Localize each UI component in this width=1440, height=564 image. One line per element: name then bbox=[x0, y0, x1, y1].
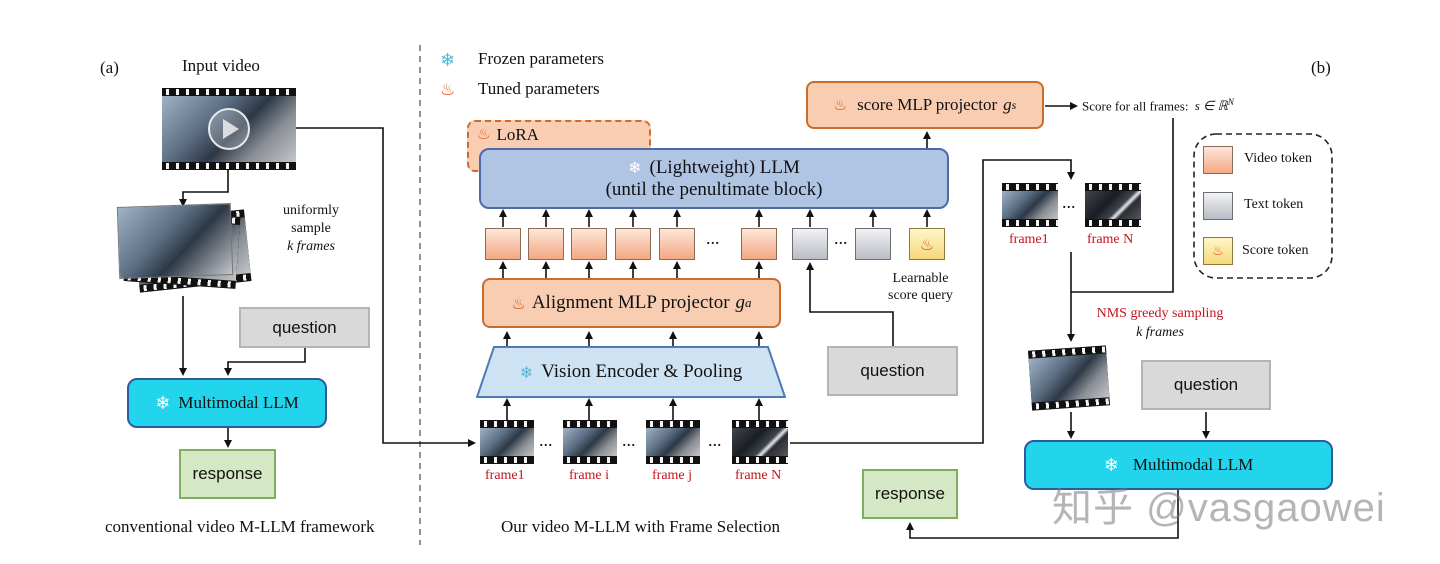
legend-video-token-swatch bbox=[1203, 146, 1233, 174]
multimodal-llm-left-label: Multimodal LLM bbox=[178, 393, 299, 412]
score-query-line1: Learnable bbox=[892, 271, 949, 286]
frames-ellipsis: ... bbox=[708, 430, 722, 450]
selected-frame-thumbnail bbox=[1028, 345, 1110, 411]
panel-label-b: (b) bbox=[1311, 58, 1331, 77]
snowflake-icon: ❄ bbox=[628, 157, 642, 177]
multimodal-llm-right: ❄ Multimodal LLM bbox=[1024, 440, 1333, 490]
flame-icon: ♨ bbox=[919, 234, 935, 254]
video-token bbox=[741, 228, 777, 260]
frames-ellipsis: ... bbox=[539, 430, 553, 450]
alignment-symbol: g bbox=[735, 292, 746, 313]
frame-thumbnail bbox=[732, 420, 788, 464]
input-video-title: Input video bbox=[182, 56, 260, 75]
video-token bbox=[485, 228, 521, 260]
panel-label-a: (a) bbox=[100, 58, 119, 77]
vision-encoder-pooling: ❄ Vision Encoder & Pooling bbox=[476, 346, 786, 398]
frame-label: frame i bbox=[569, 468, 610, 483]
frame-label: frame1 bbox=[485, 468, 525, 483]
learnable-score-query-label: Learnable score query bbox=[888, 270, 953, 304]
sample-line1: uniformly bbox=[283, 203, 339, 218]
question-box-middle: question bbox=[827, 346, 958, 396]
play-icon bbox=[208, 108, 250, 150]
flame-icon: ♨ bbox=[477, 125, 491, 143]
frame-thumbnail bbox=[480, 420, 534, 464]
video-token bbox=[571, 228, 607, 260]
vision-encoder-shape bbox=[476, 346, 786, 398]
snowflake-icon: ❄ bbox=[519, 362, 534, 382]
text-token bbox=[855, 228, 891, 260]
flame-icon: ♨ bbox=[440, 80, 456, 100]
sample-line3: k frames bbox=[287, 239, 335, 254]
snowflake-icon: ❄ bbox=[1103, 454, 1119, 476]
caption-middle: Our video M-LLM with Frame Selection bbox=[501, 517, 781, 536]
question-box-left: question bbox=[239, 307, 370, 348]
score-mlp-symbol-sub: s bbox=[1011, 97, 1017, 112]
legend-frozen: Frozen parameters bbox=[478, 49, 605, 68]
score-formula: s ∈ ℝ bbox=[1194, 98, 1228, 114]
frame-thumbnail bbox=[563, 420, 617, 464]
input-video-thumbnail bbox=[162, 88, 296, 170]
legend-score-token-swatch: ♨ bbox=[1203, 237, 1233, 265]
multimodal-llm-left: ❄ Multimodal LLM bbox=[127, 378, 327, 428]
flame-icon: ♨ bbox=[511, 293, 526, 313]
video-token bbox=[615, 228, 651, 260]
frame-label: frame j bbox=[652, 468, 693, 483]
video-token bbox=[528, 228, 564, 260]
legend-tuned: Tuned parameters bbox=[478, 79, 600, 98]
score-token: ♨ bbox=[909, 228, 945, 260]
flame-icon: ♨ bbox=[1212, 243, 1224, 259]
sampled-frames-stack bbox=[116, 203, 252, 295]
llm-line2: (until the penultimate block) bbox=[605, 178, 823, 200]
video-token bbox=[659, 228, 695, 260]
lightweight-llm-box: ❄ (Lightweight) LLM (until the penultimat… bbox=[479, 148, 949, 209]
snowflake-icon: ❄ bbox=[440, 50, 456, 71]
legend-score-token: Score token bbox=[1242, 243, 1309, 258]
score-formula-sup: N bbox=[1227, 97, 1234, 107]
score-text: Score for all frames: bbox=[1082, 98, 1189, 114]
text-token bbox=[792, 228, 828, 260]
right-frame-first-label: frame1 bbox=[1009, 232, 1049, 247]
frame-thumbnail bbox=[646, 420, 700, 464]
right-frames-ellipsis: ... bbox=[1062, 192, 1076, 212]
watermark: 知乎 @vasgaowei bbox=[1052, 486, 1386, 530]
score-query-line2: score query bbox=[888, 288, 953, 303]
lora-label: LoRA bbox=[496, 125, 539, 144]
score-output-text: Score for all frames: s ∈ ℝN bbox=[1082, 97, 1234, 114]
score-mlp-symbol: g bbox=[1003, 95, 1012, 114]
legend-text-token: Text token bbox=[1244, 197, 1304, 212]
frames-ellipsis: ... bbox=[622, 430, 636, 450]
snowflake-icon: ❄ bbox=[155, 392, 171, 414]
legend-video-token: Video token bbox=[1244, 151, 1312, 166]
caption-left: conventional video M-LLM framework bbox=[105, 517, 375, 536]
right-frame-last-label: frame N bbox=[1087, 232, 1134, 247]
nms-sampling-label: NMS greedy sampling k frames bbox=[1086, 304, 1234, 342]
text-tokens-ellipsis: ... bbox=[834, 228, 848, 248]
sample-line2: sample bbox=[291, 221, 331, 236]
frame-label: frame N bbox=[735, 468, 782, 483]
alignment-label: Alignment MLP projector bbox=[531, 292, 730, 313]
legend-text-token-swatch bbox=[1203, 192, 1233, 220]
alignment-symbol-sub: a bbox=[745, 295, 752, 310]
question-box-right: question bbox=[1141, 360, 1271, 410]
response-box-right: response bbox=[862, 469, 958, 519]
uniform-sample-label: uniformly sample k frames bbox=[278, 202, 344, 256]
nms-line1: NMS greedy sampling bbox=[1096, 306, 1224, 321]
response-box-left: response bbox=[179, 449, 276, 499]
multimodal-llm-right-label: Multimodal LLM bbox=[1132, 455, 1254, 474]
frame-thumbnail bbox=[1085, 183, 1141, 227]
tokens-ellipsis: ... bbox=[706, 228, 720, 248]
frame-thumbnail bbox=[1002, 183, 1058, 227]
nms-line2: k frames bbox=[1136, 325, 1184, 340]
llm-line1: (Lightweight) LLM bbox=[649, 156, 800, 178]
score-mlp-label: score MLP projector bbox=[857, 95, 998, 114]
vision-encoder-label: Vision Encoder & Pooling bbox=[541, 361, 743, 382]
flame-icon: ♨ bbox=[833, 96, 848, 114]
